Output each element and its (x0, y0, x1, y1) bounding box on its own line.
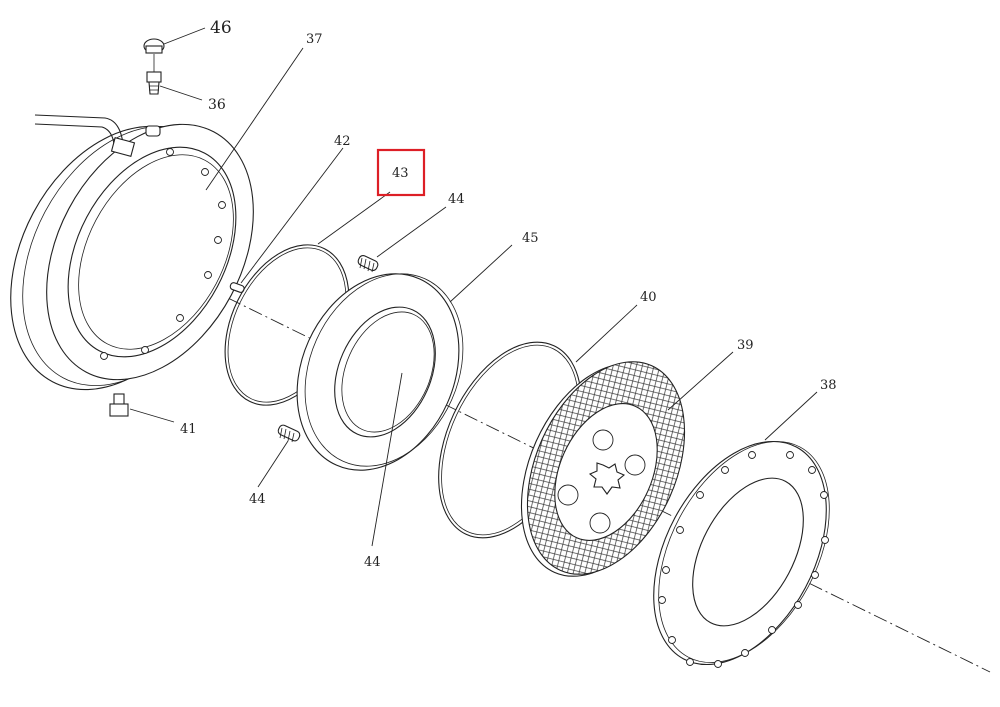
part-36-bleed-screw (146, 71, 162, 95)
callout-39: 39 (737, 338, 754, 353)
part-39-friction-disc (520, 361, 686, 577)
part-45-piston (296, 273, 464, 471)
callout-41: 41 (180, 422, 197, 437)
callout-42: 42 (334, 134, 351, 149)
callout-36: 36 (208, 97, 226, 113)
part-44-spring-bottom (277, 424, 301, 443)
callout-46: 46 (210, 18, 232, 38)
callout-43: 43 (392, 166, 409, 181)
callout-38: 38 (820, 378, 837, 393)
callout-labels: 46 36 37 42 43 44 45 40 39 38 41 44 44 (180, 18, 837, 570)
part-44-spring-top (357, 255, 379, 273)
callout-44-top: 44 (448, 192, 465, 207)
leader-lines (129, 27, 818, 547)
callout-44-center: 44 (364, 555, 381, 570)
highlight-box-43 (376, 148, 426, 197)
part-41-bolt (109, 393, 129, 417)
part-37-housing (10, 114, 254, 391)
callout-44-left: 44 (249, 492, 266, 507)
part-46-cap (143, 38, 165, 54)
callout-45: 45 (522, 231, 539, 246)
callout-40: 40 (640, 290, 657, 305)
callout-37: 37 (306, 32, 323, 47)
part-38-plate (653, 440, 830, 668)
